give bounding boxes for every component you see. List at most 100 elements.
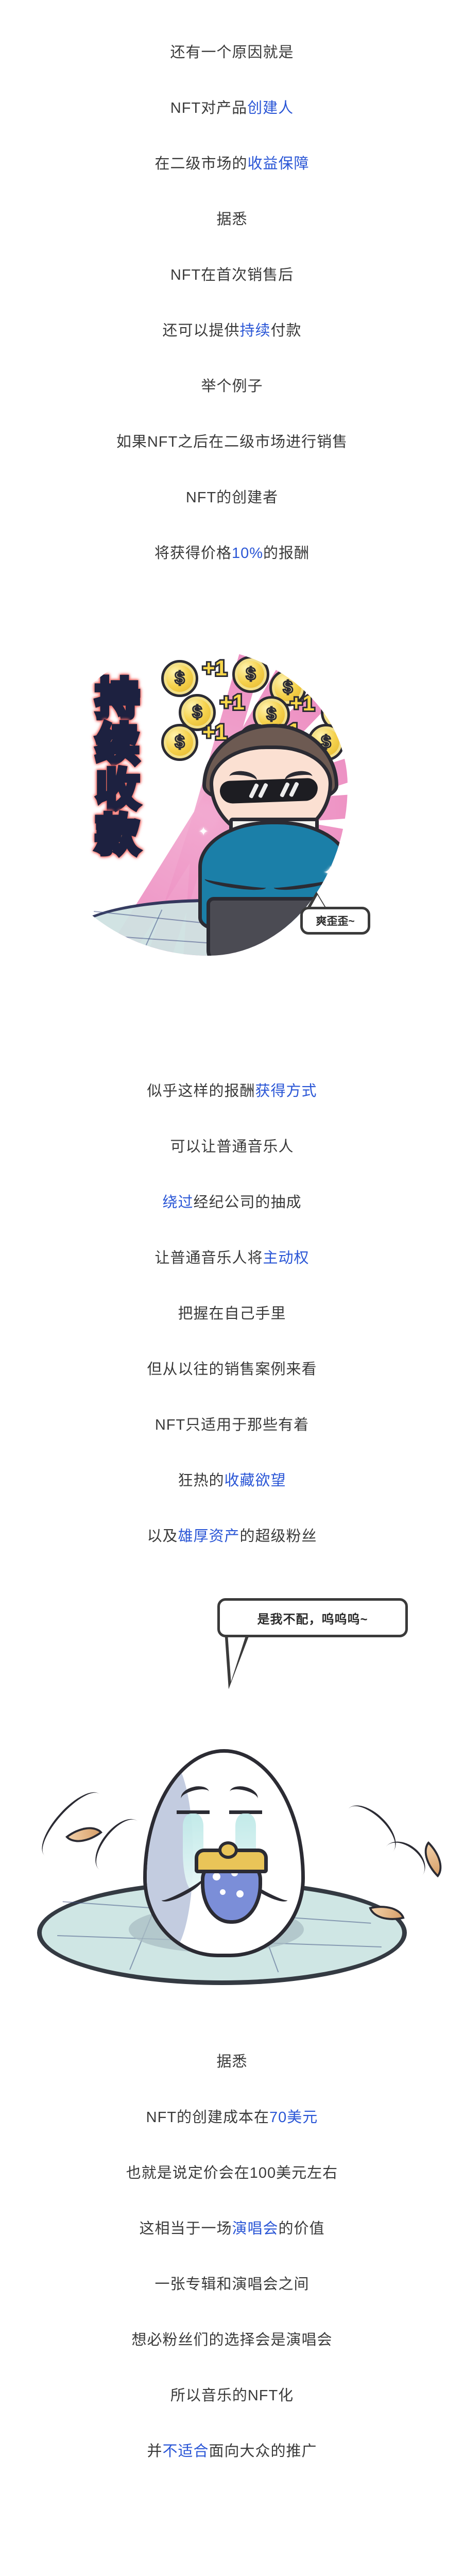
headline-char: 款 <box>79 810 156 860</box>
line-text: 但从以往的销售案例来看 <box>147 1361 317 1378</box>
line-text: 狂热的 <box>178 1472 225 1489</box>
glasses-shine <box>279 782 290 798</box>
text-line: NFT在首次销售后 <box>0 260 464 291</box>
text-line: 狂热的收藏欲望 <box>0 1465 464 1496</box>
line-text: 在二级市场的 <box>154 156 248 172</box>
text-block-l5: NFT在首次销售后 <box>0 260 464 291</box>
coin-icon <box>232 656 269 693</box>
glasses-shine <box>257 783 269 799</box>
text-block-m1: 似乎这样的报酬获得方式 <box>0 1076 464 1107</box>
sparkle-dot <box>80 796 82 798</box>
text-block-l2: NFT对产品创建人 <box>0 93 464 124</box>
text-line: 但从以往的销售案例来看 <box>0 1354 464 1385</box>
text-block-l7: 举个例子 <box>0 371 464 402</box>
text-block-m3: 绕过经纪公司的抽成 <box>0 1187 464 1218</box>
text-line: NFT对产品创建人 <box>0 93 464 124</box>
plus-one-label: +1 <box>288 689 316 717</box>
text-line: 举个例子 <box>0 371 464 402</box>
text-block-m8: 狂热的收藏欲望 <box>0 1465 464 1496</box>
line-text: 这相当于一场 <box>139 2221 232 2237</box>
text-block-b1: 据悉 <box>0 2046 464 2077</box>
line-text: NFT的创建成本在 <box>146 2109 270 2126</box>
text-block-b7: 所以音乐的NFT化 <box>0 2380 464 2411</box>
line-text: 据悉 <box>216 211 248 228</box>
line-text-after: 面向大众的推广 <box>209 2443 317 2460</box>
line-highlight: 70美元 <box>269 2109 318 2126</box>
speech-bubble-crying-egg: 是我不配，呜呜呜~ <box>217 1598 408 1637</box>
text-line: 似乎这样的报酬获得方式 <box>0 1076 464 1107</box>
text-block-m5: 把握在自己手里 <box>0 1298 464 1329</box>
text-line: 据悉 <box>0 204 464 235</box>
line-text: NFT的创建者 <box>185 489 279 506</box>
headline-char: 持 <box>79 674 156 724</box>
line-text: 据悉 <box>216 2054 248 2070</box>
text-block-intro: 还有一个原因就是 <box>0 37 464 68</box>
illustration-blob-background: +1 +1 +1 +1 +1 <box>39 647 348 956</box>
text-block-b6: 想必粉丝们的选择会是演唱会 <box>0 2325 464 2355</box>
text-block-m6: 但从以往的销售案例来看 <box>0 1354 464 1385</box>
text-block-l6: 还可以提供持续付款 <box>0 315 464 346</box>
line-text: 所以音乐的NFT化 <box>170 2387 294 2404</box>
text-block-m7: NFT只适用于那些有着 <box>0 1410 464 1440</box>
eyebrow-right <box>227 1783 260 1807</box>
sparkle-dot <box>306 708 308 710</box>
text-line: 这相当于一场演唱会的价值 <box>0 2213 464 2244</box>
text-line: 把握在自己手里 <box>0 1298 464 1329</box>
text-line: 将获得价格10%的报酬 <box>0 538 464 569</box>
line-highlight: 收藏欲望 <box>224 1472 286 1489</box>
text-block-b2: NFT的创建成本在70美元 <box>0 2102 464 2133</box>
line-text: 也就是说定价会在100美元左右 <box>126 2165 338 2181</box>
rich-man-character: ✦ ✦ <box>193 724 348 956</box>
line-highlight: 收益保障 <box>247 156 310 172</box>
plus-one-label: +1 <box>201 654 229 682</box>
text-line: 以及雄厚资产的超级粉丝 <box>0 1521 464 1552</box>
line-text: 还有一个原因就是 <box>170 44 294 61</box>
line-text: 让普通音乐人将 <box>154 1250 263 1266</box>
sparkle-star-icon: ✦ <box>323 863 338 883</box>
line-text: NFT在首次销售后 <box>170 267 294 283</box>
text-block-m2: 可以让普通音乐人 <box>0 1131 464 1162</box>
purse-dot <box>220 1889 226 1895</box>
illustration-crying-egg: 是我不配，呜呜呜~ <box>10 1571 453 1985</box>
illustration-rich-man: +1 +1 +1 +1 +1 <box>23 636 370 976</box>
line-text: 把握在自己手里 <box>178 1306 286 1322</box>
closed-eye-left <box>177 1810 210 1814</box>
line-highlight: 雄厚资产 <box>178 1528 240 1545</box>
speech-bubble-rich-man: 爽歪歪~ <box>300 907 370 935</box>
purse-dot <box>213 1873 220 1880</box>
line-highlight: 获得方式 <box>255 1083 317 1099</box>
line-highlight: 绕过 <box>162 1194 194 1211</box>
line-highlight: 不适合 <box>162 2443 209 2460</box>
line-text: 将获得价格 <box>154 545 232 562</box>
line-text: 如果NFT之后在二级市场进行销售 <box>116 434 348 450</box>
glasses-shine <box>288 782 300 798</box>
text-block-m9: 以及雄厚资产的超级粉丝 <box>0 1521 464 1552</box>
text-line: 想必粉丝们的选择会是演唱会 <box>0 2325 464 2355</box>
text-line: 如果NFT之后在二级市场进行销售 <box>0 427 464 457</box>
line-highlight: 创建人 <box>247 100 294 116</box>
line-text: NFT对产品 <box>170 100 248 116</box>
text-line: 也就是说定价会在100美元左右 <box>0 2158 464 2189</box>
line-text-after: 经纪公司的抽成 <box>193 1194 302 1211</box>
line-text: 可以让普通音乐人 <box>170 1139 294 1155</box>
text-block-l3: 在二级市场的收益保障 <box>0 148 464 179</box>
text-line: 还有一个原因就是 <box>0 37 464 68</box>
coin-icon <box>161 660 198 697</box>
line-highlight: 主动权 <box>263 1250 310 1266</box>
line-text: 似乎这样的报酬 <box>147 1083 255 1099</box>
text-block-l8: 如果NFT之后在二级市场进行销售 <box>0 427 464 457</box>
line-text-after: 的报酬 <box>263 545 310 562</box>
text-line: 一张专辑和演唱会之间 <box>0 2269 464 2300</box>
glasses-shine <box>248 783 260 799</box>
text-line: NFT的创建成本在70美元 <box>0 2102 464 2133</box>
line-highlight: 演唱会 <box>232 2221 279 2237</box>
text-block-b8: 并不适合面向大众的推广 <box>0 2436 464 2467</box>
line-text-after: 付款 <box>270 323 302 339</box>
sparkle-dot <box>162 765 164 767</box>
text-block-b4: 这相当于一场演唱会的价值 <box>0 2213 464 2244</box>
text-line: 可以让普通音乐人 <box>0 1131 464 1162</box>
motion-line <box>86 1811 151 1880</box>
line-text: 并 <box>147 2443 163 2460</box>
line-text: 以及 <box>147 1528 178 1545</box>
text-line: NFT的创建者 <box>0 482 464 513</box>
